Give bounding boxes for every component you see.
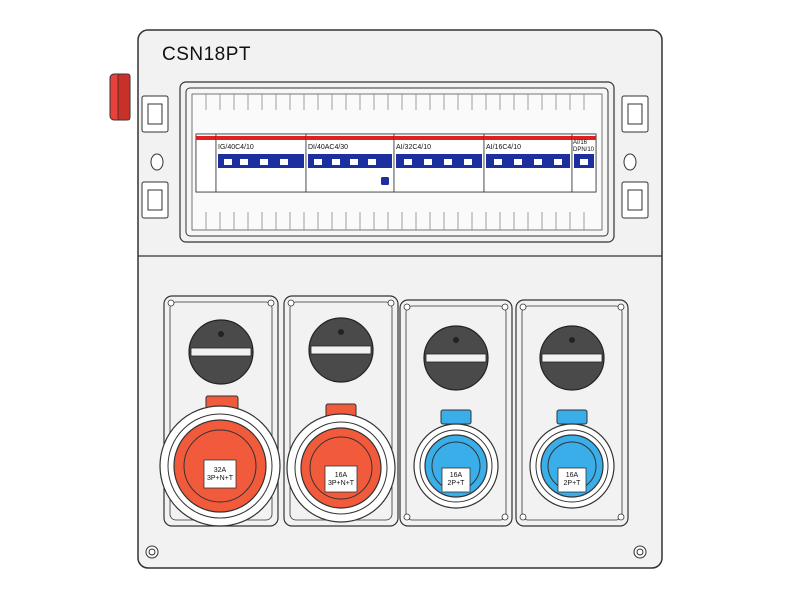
breaker-16a-dpn[interactable] [571, 133, 597, 193]
socket-red-16a[interactable] [286, 403, 396, 523]
breaker-label: DI/40AC4/30 [308, 144, 349, 151]
socket-label: 32A 3P+N+T [207, 467, 233, 483]
rotary-switch-icon[interactable] [423, 325, 489, 391]
rotary-switch-icon[interactable] [308, 317, 374, 383]
socket-label: 16A 2P+T [443, 472, 469, 488]
socket-red-32a[interactable] [159, 395, 281, 527]
socket-rating: 16A [565, 472, 579, 479]
socket-rating: 16A [449, 472, 463, 479]
breaker-label: AI/32C4/10 [396, 144, 432, 151]
breaker-label: AI/16 DPN/10 [573, 140, 595, 153]
emergency-stop-icon[interactable] [109, 73, 131, 121]
rotary-switch-icon[interactable] [188, 319, 254, 385]
breaker-32a[interactable] [393, 133, 485, 193]
socket-rating: 16A [334, 472, 348, 479]
breaker-label: AI/16C4/10 [486, 144, 522, 151]
screw-icon [145, 545, 647, 559]
socket-poles: 2P+T [447, 480, 465, 487]
breaker-16a[interactable] [483, 133, 573, 193]
breaker-main[interactable] [195, 133, 307, 193]
socket-poles: 3P+N+T [207, 475, 234, 482]
latch-icon[interactable] [141, 95, 649, 219]
glass-hatching [205, 94, 585, 230]
socket-poles: 3P+N+T [328, 480, 355, 487]
breaker-differential[interactable] [305, 133, 395, 193]
model-title: CSN18PT [162, 44, 252, 65]
socket-rating: 32A [213, 467, 227, 474]
breaker-label: IG/40C4/10 [218, 144, 254, 151]
rotary-switch-icon[interactable] [539, 325, 605, 391]
hinge-hole-icon [150, 153, 637, 171]
socket-blue-16a-a[interactable] [413, 409, 499, 509]
test-button [381, 177, 389, 185]
socket-label: 16A 2P+T [559, 472, 585, 488]
socket-label: 16A 3P+N+T [328, 472, 354, 488]
socket-blue-16a-b[interactable] [529, 409, 615, 509]
socket-poles: 2P+T [563, 480, 581, 487]
